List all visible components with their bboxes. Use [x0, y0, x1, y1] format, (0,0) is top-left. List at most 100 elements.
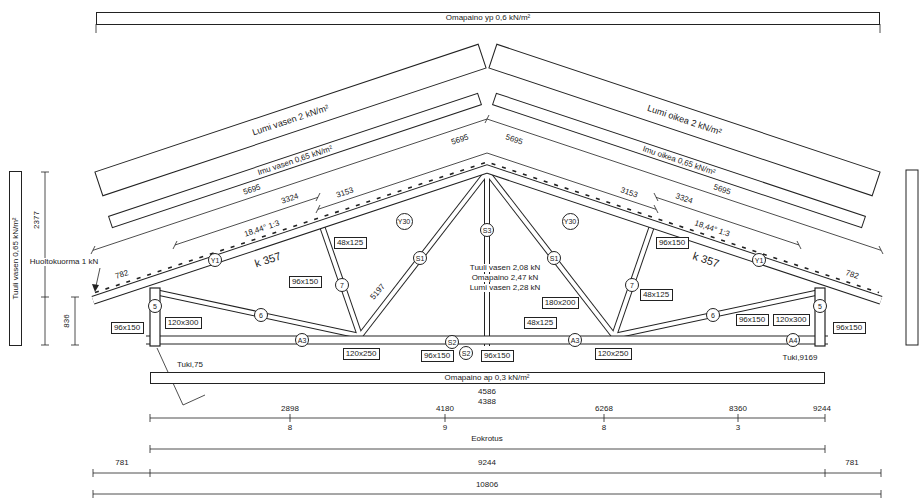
- node-text: Omapaino yp 0,6 kN/m²: [446, 14, 530, 22]
- node-text: 7: [630, 282, 634, 289]
- load-note: Lumi vasen 2,28 kN: [469, 284, 542, 292]
- node-text: 48x125: [527, 319, 553, 327]
- load-band: Omapaino ap 0,3 kN/m²: [150, 372, 825, 384]
- dimension-value: 781: [114, 459, 129, 467]
- support-label: Tuki,75: [176, 361, 204, 369]
- node-text: 120x300: [168, 319, 199, 327]
- node-text: 120x250: [598, 350, 629, 358]
- section-box: 48x125: [640, 289, 673, 301]
- member-callout: A3: [295, 333, 309, 347]
- node-text: 5: [153, 303, 157, 310]
- member-callout: 7: [625, 278, 639, 292]
- member-callout: 7: [335, 278, 349, 292]
- node-text: S2: [462, 350, 471, 357]
- section-box: 96x150: [421, 350, 454, 362]
- section-box: 48x125: [334, 237, 367, 249]
- node-text: 180x200: [545, 299, 576, 307]
- section-box: 180x200: [542, 297, 579, 309]
- node-text: Lumi oikea 2 kN/m²: [646, 103, 722, 136]
- section-box: 96x150: [481, 350, 514, 362]
- node-text: 5: [818, 303, 822, 310]
- member-callout: 5: [148, 299, 162, 313]
- dimension-value: 2377: [33, 210, 41, 230]
- node-text: 96x150: [484, 352, 510, 360]
- dimension-value: 6268: [594, 405, 614, 413]
- dimension-value: 5695: [503, 133, 524, 147]
- member-callout: S1: [413, 251, 427, 265]
- member-callout: S2: [445, 335, 459, 349]
- member-callout: Y1: [208, 253, 222, 267]
- node-text: A3: [298, 337, 307, 344]
- node-text: 96x150: [659, 239, 685, 247]
- node-text: 96x150: [424, 352, 450, 360]
- node-text: S1: [550, 255, 559, 262]
- member-callout: 6: [254, 308, 268, 322]
- section-box: 96x150: [736, 314, 769, 326]
- node-text: 96x150: [114, 324, 140, 332]
- member-callout: S2: [459, 346, 473, 360]
- dimension-value: 9244: [812, 405, 832, 413]
- node-text: 6: [711, 312, 715, 319]
- member-callout: A3: [568, 333, 582, 347]
- load-note: Tuuli vasen 2,08 kN: [469, 264, 541, 272]
- node-text: 96x150: [739, 316, 765, 324]
- member-callout: S3: [480, 223, 494, 237]
- node-text: Lumi vasen 2 kN/m²: [251, 103, 330, 137]
- dimension-value: 782: [843, 269, 860, 281]
- member-callout: Y30: [396, 213, 413, 230]
- node-text: 7: [340, 282, 344, 289]
- member-callout: 5: [813, 299, 827, 313]
- dimension-value: 4180: [435, 405, 455, 413]
- node-text: S3: [483, 227, 492, 234]
- node-text: Y1: [755, 257, 764, 264]
- section-box: 96x150: [289, 276, 322, 288]
- section-box: 120x250: [595, 348, 632, 360]
- load-note: Huoltokuorma 1 kN: [29, 258, 99, 266]
- section-box: 96x150: [656, 237, 689, 249]
- dimension-value: 8360: [728, 405, 748, 413]
- member-callout: Y30: [562, 213, 579, 230]
- dimension-value: 836: [63, 313, 71, 328]
- segment-number: 8: [601, 424, 607, 432]
- node-text: Imu vasen 0,65 kN/m²: [257, 144, 334, 176]
- node-text: A4: [789, 337, 798, 344]
- dimension-title: Eokrotus: [470, 435, 504, 443]
- section-box: 96x150: [111, 322, 144, 334]
- node-text: Y30: [398, 218, 410, 225]
- spacing-note: k 357: [691, 250, 722, 270]
- section-box: 120x300: [165, 317, 202, 329]
- spacing-note: k 357: [253, 250, 284, 270]
- node-text: 120x300: [776, 316, 807, 324]
- node-text: Imu oikea 0,65 kN/m²: [642, 144, 717, 176]
- node-text: Tuuli vasen 0,65 kN/m²: [11, 217, 19, 299]
- node-text: 96x150: [836, 324, 862, 332]
- section-box: 48x125: [524, 317, 557, 329]
- member-callout: A4: [786, 333, 800, 347]
- node-text: 6: [259, 312, 263, 319]
- node-text: 48x125: [337, 239, 363, 247]
- support-label: Tuki,9169: [782, 354, 819, 362]
- node-text: S1: [416, 255, 425, 262]
- dimension-value: 781: [844, 459, 859, 467]
- member-callout: S1: [547, 251, 561, 265]
- dimension-value: 9244: [477, 459, 497, 467]
- node-text: 48x125: [643, 291, 669, 299]
- dimension-value: 5695: [449, 133, 470, 147]
- node-text: Omapaino ap 0,3 kN/m²: [445, 374, 530, 382]
- load-band: Tuuli vasen 0,65 kN/m²: [9, 171, 22, 346]
- dimension-value: 782: [113, 269, 130, 281]
- load-band: Omapaino yp 0,6 kN/m²: [96, 12, 880, 25]
- member-callout: Y1: [752, 253, 766, 267]
- segment-number: 9: [442, 424, 448, 432]
- node-text: 120x250: [346, 350, 377, 358]
- segment-number: 3: [735, 424, 741, 432]
- node-text: A3: [571, 337, 580, 344]
- section-box: 120x300: [773, 314, 810, 326]
- dimension-value: 4388: [477, 398, 497, 406]
- node-text: 96x150: [292, 278, 318, 286]
- node-text: S2: [448, 339, 457, 346]
- node-text: Y30: [564, 218, 576, 225]
- load-note: Omapaino 2,47 kN: [471, 274, 540, 282]
- dimension-value: 2898: [280, 405, 300, 413]
